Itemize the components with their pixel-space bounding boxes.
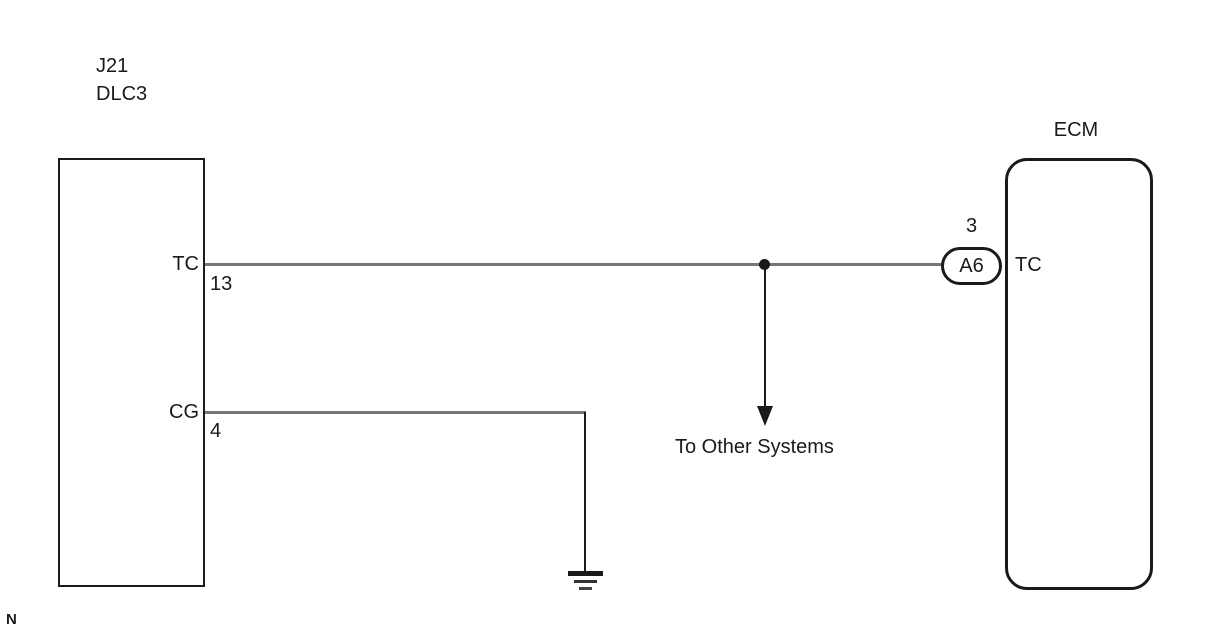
ecm-connector-number: 3 bbox=[965, 215, 978, 237]
dlc3-connector-id: J21 bbox=[96, 55, 129, 77]
branch-arrow-icon bbox=[757, 406, 773, 426]
ground-symbol-bar3 bbox=[579, 587, 592, 590]
ecm-box bbox=[1005, 158, 1153, 590]
wire-junction-dot bbox=[759, 259, 770, 270]
ground-symbol-icon bbox=[568, 571, 603, 576]
ecm-title: ECM bbox=[1053, 119, 1099, 141]
tc-signal-wire bbox=[205, 263, 943, 266]
dlc3-connector-box bbox=[58, 158, 205, 587]
dlc3-connector-name: DLC3 bbox=[96, 83, 148, 105]
cg-ground-wire-vertical bbox=[584, 412, 586, 573]
ecm-pin-tc-label: TC bbox=[1015, 254, 1042, 276]
branch-wire bbox=[764, 265, 766, 407]
ecm-terminal-a6-label: A6 bbox=[959, 254, 984, 277]
dlc3-pin-tc-number: 13 bbox=[210, 273, 233, 295]
ecm-terminal-a6: A6 bbox=[941, 247, 1002, 285]
branch-label: To Other Systems bbox=[675, 436, 834, 458]
dlc3-pin-tc-label: TC bbox=[172, 253, 199, 275]
dlc3-pin-cg-number: 4 bbox=[210, 420, 222, 442]
dlc3-pin-cg-label: CG bbox=[169, 401, 199, 423]
cg-ground-wire-horizontal bbox=[205, 411, 586, 414]
corner-note-marker: N bbox=[6, 611, 17, 628]
ground-symbol-bar2 bbox=[574, 580, 597, 583]
